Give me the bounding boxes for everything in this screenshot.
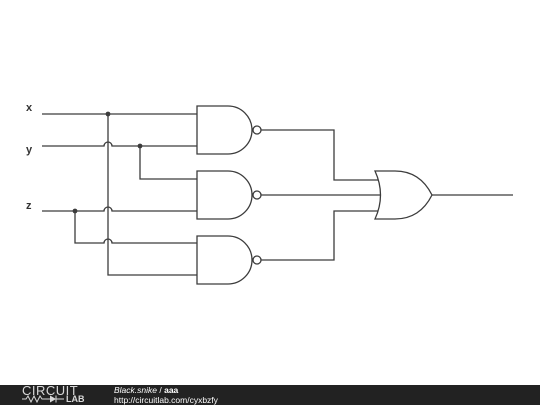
wire-nand1-out (261, 129, 380, 181)
wire-y-branch (139, 146, 197, 180)
footer-bar: CIRCUIT LAB Black.snike / aaa http://cir… (0, 383, 540, 405)
title-separator: / (157, 385, 165, 395)
wire-nand3-out (261, 210, 380, 261)
junction-dot-z (72, 208, 78, 214)
input-label-x: x (26, 102, 33, 114)
wire-x-trunk (107, 114, 197, 276)
nand-gate-3 (196, 235, 262, 285)
or-gate (373, 170, 433, 220)
junction-dot-x (105, 111, 111, 117)
junction-dot-y (137, 143, 143, 149)
wire-z-branch (74, 211, 197, 244)
circuitlab-logo[interactable]: CIRCUIT LAB (22, 383, 94, 405)
nand-gate-2 (196, 170, 262, 220)
wire-y (42, 141, 197, 147)
project-name[interactable]: aaa (164, 385, 179, 395)
logo-text-lab: LAB (66, 394, 85, 404)
circuit-schematic: x y z (26, 102, 513, 285)
nand-gate-1 (196, 105, 262, 155)
wire-z (42, 206, 197, 212)
author-link[interactable]: Black.snike (114, 385, 157, 395)
circuit-meta: Black.snike / aaa http://circuitlab.com/… (114, 385, 218, 405)
logo-text-circuit: CIRCUIT (22, 383, 79, 398)
resistor-diode-icon (22, 395, 64, 403)
circuit-url[interactable]: http://circuitlab.com/cyxbzfy (114, 395, 218, 405)
input-label-z: z (26, 200, 32, 212)
input-label-y: y (26, 144, 33, 156)
